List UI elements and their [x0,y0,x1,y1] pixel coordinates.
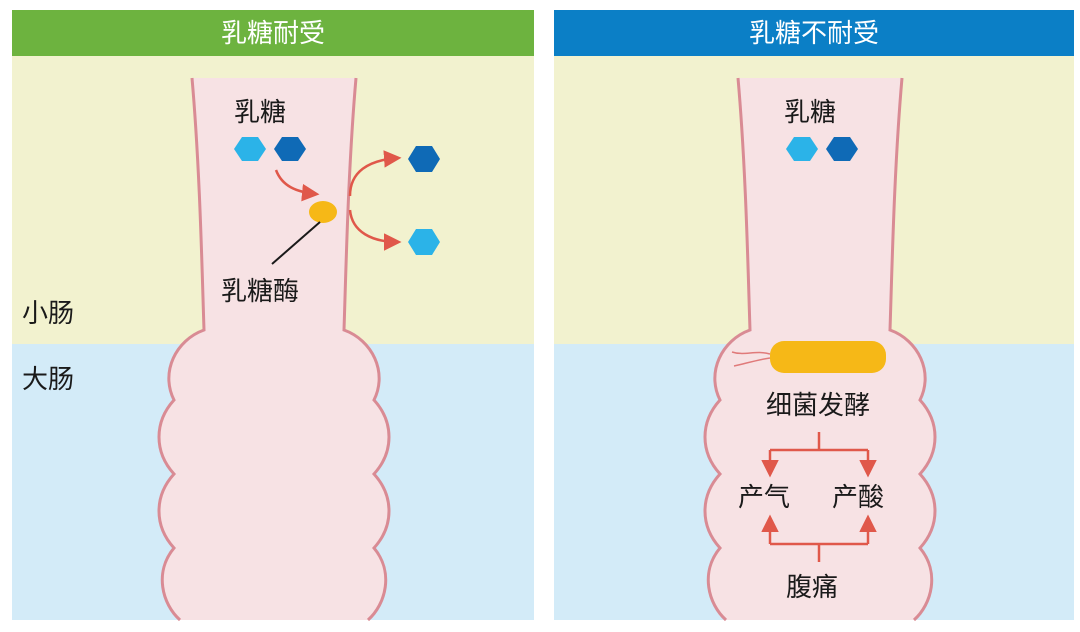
left-intestine-wall-right [342,77,391,622]
right-header-bar [554,10,1074,56]
right-glucose-hexagon [786,137,818,161]
pain-label: 腹痛 [786,573,838,603]
panel-separator [534,0,554,632]
product-arrow-lower [348,209,402,251]
lactase-label: 乳糖酶 [221,277,299,307]
left-panel: 乳糖耐受 小肠 大肠 乳糖 乳糖酶 [12,10,534,622]
right-header-title: 乳糖不耐受 [749,19,879,49]
enzyme-pointer-line [271,221,321,265]
right-galactose-hexagon [826,137,858,161]
right-intestine-wall-left [703,77,752,622]
lactose-to-enzyme-arrow [274,169,320,202]
left-lactose-label: 乳糖 [234,98,286,128]
acid-label: 产酸 [832,483,884,513]
right-intestine-wall-right [888,77,937,622]
lactase-enzyme [309,201,337,223]
gas-label: 产气 [738,483,790,513]
right-panel: 乳糖不耐受 乳糖 细菌发酵 产气 产酸 腹痛 [554,10,1074,622]
bacterium [770,341,886,373]
glucose-hexagon [234,137,266,161]
left-intestine-wall-left [157,77,206,622]
small-intestine-label: 小肠 [22,299,74,329]
large-intestine-label: 大肠 [22,365,74,395]
right-lactose-label: 乳糖 [784,98,836,128]
galactose-hexagon [274,137,306,161]
left-header-bar [12,10,534,56]
product-arrow-upper [348,150,402,197]
left-header-title: 乳糖耐受 [221,19,325,49]
bacterium-flagellum [731,351,771,367]
glucose-product-hexagon [408,229,440,255]
fermentation-label: 细菌发酵 [766,391,870,421]
galactose-product-hexagon [408,146,440,172]
